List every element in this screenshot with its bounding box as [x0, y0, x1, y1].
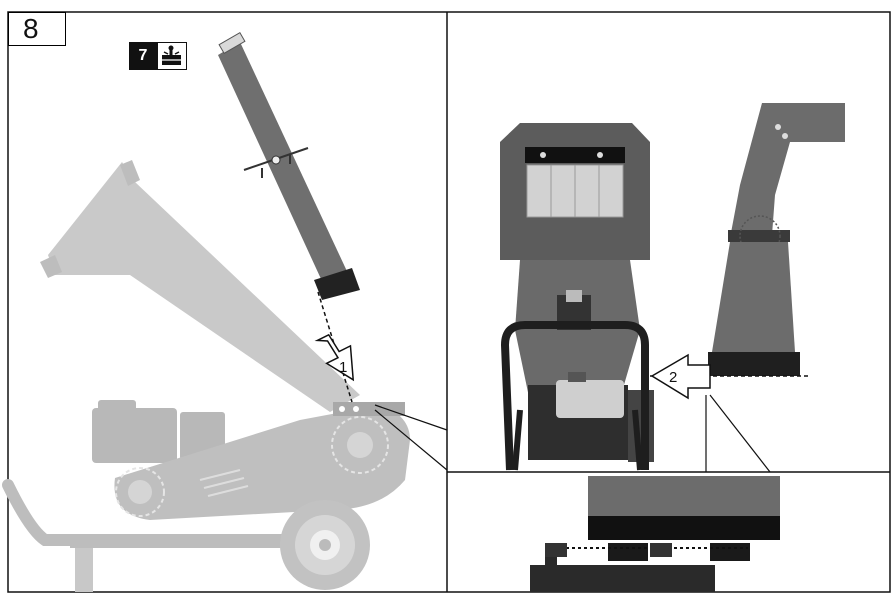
belt-cover — [114, 405, 410, 520]
step-arrow-1 — [314, 333, 355, 382]
discharge-chute-left — [218, 31, 360, 403]
hopper-funnel — [48, 162, 360, 412]
panel-borders — [7, 11, 891, 593]
inset-detail — [530, 476, 780, 592]
accessory-badge: 7 — [129, 42, 187, 70]
mounting-flange — [333, 402, 405, 416]
box-package-icon — [157, 42, 187, 70]
figure-number: 8 — [8, 12, 66, 46]
step-label-1: 1 — [339, 359, 347, 376]
wheel — [280, 500, 370, 590]
zoom-lines — [374, 394, 771, 473]
tow-handle — [2, 479, 336, 546]
push-handle — [500, 321, 649, 471]
rubber-flaps — [526, 164, 624, 218]
discharge-chute-right — [650, 103, 845, 377]
chipper-front-view — [500, 123, 654, 471]
badge-number: 7 — [129, 42, 157, 70]
chipper-machine-left — [2, 160, 410, 592]
step-arrow-2 — [650, 353, 711, 400]
step-label-2: 2 — [669, 369, 677, 386]
